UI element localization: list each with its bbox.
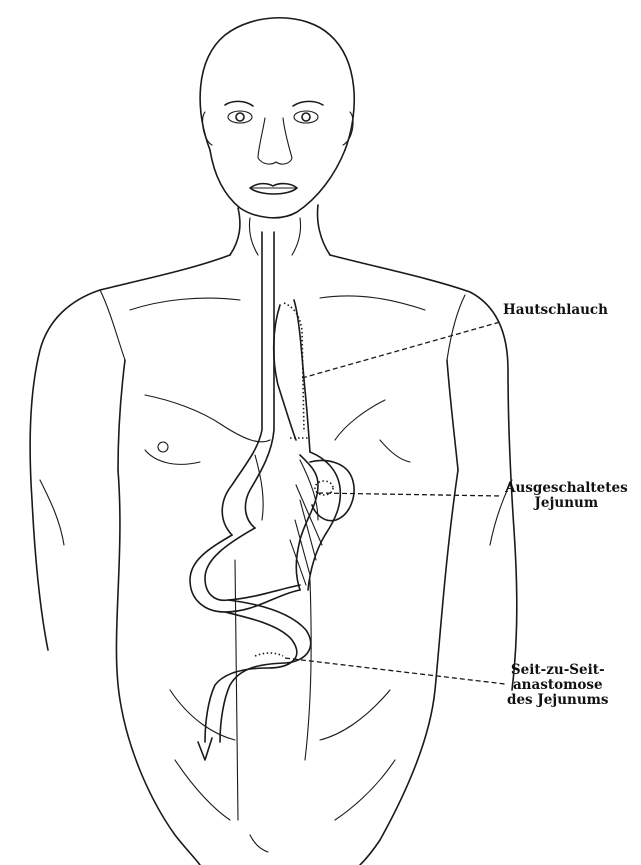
label-seit-line2: anastomose <box>507 678 609 693</box>
digestive-tract <box>190 232 354 760</box>
label-hautschlauch-text: Hautschlauch <box>503 303 608 318</box>
head <box>200 18 354 218</box>
label-seit-line1: Seit-zu-Seit- <box>507 663 609 678</box>
label-ausgeschaltetes-line1: Ausgeschaltetes <box>505 481 628 496</box>
label-ausgeschaltetes-line2: Jejunum <box>505 496 628 511</box>
label-hautschlauch: Hautschlauch <box>503 303 608 318</box>
label-seit-zu-seit-anastomose: Seit-zu-Seit- anastomose des Jejunums <box>507 663 609 708</box>
label-ausgeschaltetes-jejunum: Ausgeschaltetes Jejunum <box>505 481 628 511</box>
leader-lines <box>285 322 505 684</box>
label-seit-line3: des Jejunums <box>507 693 609 708</box>
neck <box>230 205 330 255</box>
